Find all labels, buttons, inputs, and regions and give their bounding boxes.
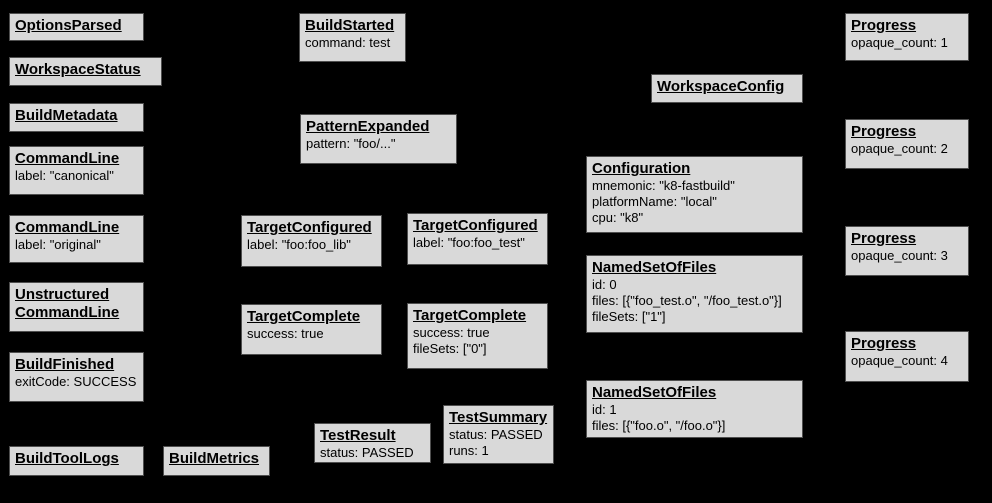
node-attribute: opaque_count: 2 (851, 141, 948, 156)
node-title: NamedSetOfFiles (592, 259, 717, 276)
node-title: BuildStarted (305, 17, 395, 34)
node-title: BuildToolLogs (15, 450, 119, 467)
node-attribute: mnemonic: "k8-fastbuild" (592, 178, 735, 193)
node-title: BuildFinished (15, 356, 115, 373)
node-attribute: command: test (305, 35, 391, 50)
node-attribute: success: true (247, 326, 324, 341)
node-title: PatternExpanded (306, 118, 430, 135)
node-build-metadata: BuildMetadata (9, 103, 144, 132)
node-attribute: success: true (413, 325, 490, 340)
node-attribute: runs: 1 (449, 443, 489, 458)
node-attribute: label: "foo:foo_lib" (247, 237, 351, 252)
node-title: WorkspaceStatus (15, 61, 141, 78)
node-title: CommandLine (15, 150, 120, 167)
node-title: TestSummary (449, 409, 548, 426)
node-title: OptionsParsed (15, 17, 122, 34)
node-title: Configuration (592, 160, 691, 177)
node-attribute: label: "original" (15, 237, 101, 252)
node-title: BuildMetadata (15, 107, 118, 124)
node-attribute: opaque_count: 1 (851, 35, 948, 50)
node-attribute: platformName: "local" (592, 194, 717, 209)
node-title: WorkspaceConfig (657, 78, 785, 95)
node-workspace-config: WorkspaceConfig (651, 74, 803, 103)
node-title: TargetConfigured (413, 217, 538, 234)
node-attribute: files: [{"foo.o", "/foo.o"}] (592, 418, 726, 433)
node-attribute: pattern: "foo/..." (306, 136, 396, 151)
node-attribute: label: "canonical" (15, 168, 114, 183)
node-attribute: label: "foo:foo_test" (413, 235, 525, 250)
node-title: TargetComplete (247, 308, 361, 325)
node-attribute: opaque_count: 3 (851, 248, 948, 263)
node-attribute: exitCode: SUCCESS (15, 374, 137, 389)
node-title: TargetConfigured (247, 219, 372, 236)
node-title: TargetComplete (413, 307, 527, 324)
node-build-metrics: BuildMetrics (163, 446, 270, 476)
node-attribute: status: PASSED (320, 445, 414, 460)
node-title: Progress (851, 17, 917, 34)
node-workspace-status: WorkspaceStatus (9, 57, 162, 86)
node-build-tool-logs: BuildToolLogs (9, 446, 144, 476)
node-attribute: fileSets: ["1"] (592, 309, 666, 324)
node-title: CommandLine (15, 219, 120, 236)
node-title: BuildMetrics (169, 450, 260, 467)
node-title: Progress (851, 230, 917, 247)
node-options-parsed: OptionsParsed (9, 13, 144, 41)
node-attribute: status: PASSED (449, 427, 543, 442)
node-title: Progress (851, 123, 917, 140)
node-title: NamedSetOfFiles (592, 384, 717, 401)
node-title: CommandLine (15, 304, 120, 321)
node-attribute: cpu: "k8" (592, 210, 644, 225)
node-title: Progress (851, 335, 917, 352)
node-title: Unstructured (15, 286, 110, 303)
node-attribute: id: 0 (592, 277, 617, 292)
node-attribute: files: [{"foo_test.o", "/foo_test.o"}] (592, 293, 782, 308)
node-attribute: fileSets: ["0"] (413, 341, 487, 356)
node-attribute: opaque_count: 4 (851, 353, 948, 368)
node-title: TestResult (320, 427, 396, 444)
node-attribute: id: 1 (592, 402, 617, 417)
